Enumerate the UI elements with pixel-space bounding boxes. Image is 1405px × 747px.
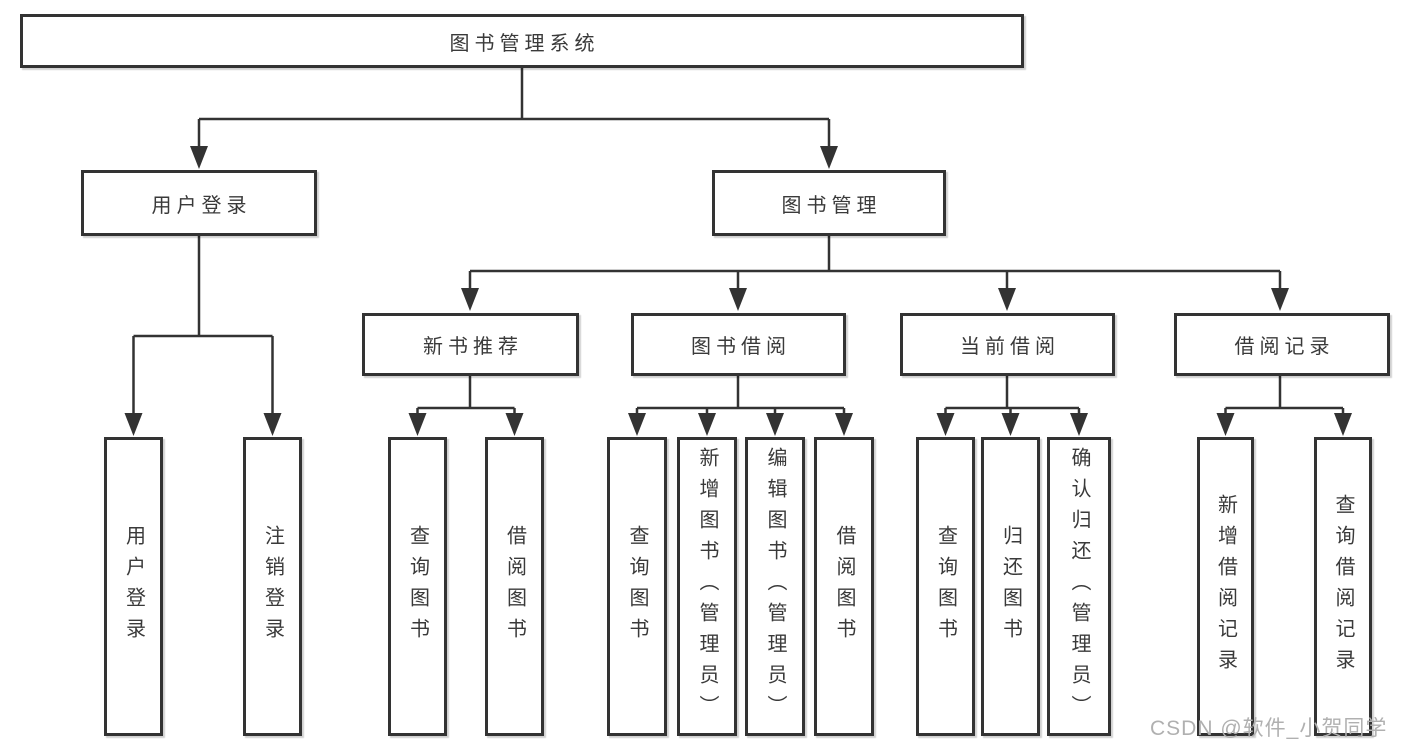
leaf-logout: 注销登录	[243, 437, 302, 736]
connector-user-login-to-leaves	[124, 236, 282, 436]
connector-book-management-to-level3	[461, 236, 1289, 311]
connector-new-book-recommend-to-leaves	[408, 376, 524, 436]
leaf-edit-book-admin: 编辑图书（管理员）	[745, 437, 805, 736]
node-user-login-branch: 用户登录	[81, 170, 317, 236]
leaf-label: 编辑图书（管理员）	[764, 447, 786, 726]
node-borrowing-records: 借阅记录	[1174, 313, 1390, 376]
node-current-borrowing: 当前借阅	[900, 313, 1115, 376]
leaf-add-borrow-record: 新增借阅记录	[1197, 437, 1254, 736]
connector-book-borrowing-to-leaves	[628, 376, 853, 436]
leaf-query-books-current: 查询图书	[916, 437, 975, 736]
leaf-label: 用户登录	[122, 524, 145, 649]
leaf-label: 借阅图书	[503, 524, 526, 649]
connector-borrowing-records-to-leaves	[1216, 376, 1352, 436]
leaf-query-books-borrowing: 查询图书	[607, 437, 667, 736]
leaf-return-books: 归还图书	[981, 437, 1040, 736]
leaf-query-books-recommend: 查询图书	[388, 437, 447, 736]
connector-root-to-level2	[190, 68, 838, 169]
node-root: 图书管理系统	[20, 14, 1024, 68]
leaf-label: 查询图书	[406, 524, 429, 649]
connector-current-borrowing-to-leaves	[936, 376, 1088, 436]
leaf-query-borrow-record: 查询借阅记录	[1314, 437, 1372, 736]
leaf-label: 借阅图书	[833, 524, 855, 649]
leaf-label: 查询图书	[934, 524, 957, 649]
leaf-add-book-admin: 新增图书（管理员）	[677, 437, 737, 736]
csdn-watermark: CSDN @软件_小贺同学	[1150, 717, 1388, 740]
leaf-borrow-books-borrowing: 借阅图书	[814, 437, 874, 736]
leaf-label: 查询借阅记录	[1332, 493, 1354, 680]
node-book-management: 图书管理	[712, 170, 946, 236]
node-new-book-recommend: 新书推荐	[362, 313, 579, 376]
leaf-label: 新增图书（管理员）	[696, 447, 718, 726]
leaf-label: 查询图书	[626, 524, 648, 649]
leaf-label: 新增借阅记录	[1214, 493, 1237, 680]
leaf-label: 确认归还（管理员）	[1068, 447, 1090, 726]
leaf-label: 归还图书	[999, 524, 1022, 649]
leaf-user-login: 用户登录	[104, 437, 163, 736]
node-book-borrowing: 图书借阅	[631, 313, 846, 376]
leaf-confirm-return-admin: 确认归还（管理员）	[1047, 437, 1111, 736]
leaf-label: 注销登录	[261, 524, 284, 649]
leaf-borrow-books-recommend: 借阅图书	[485, 437, 544, 736]
